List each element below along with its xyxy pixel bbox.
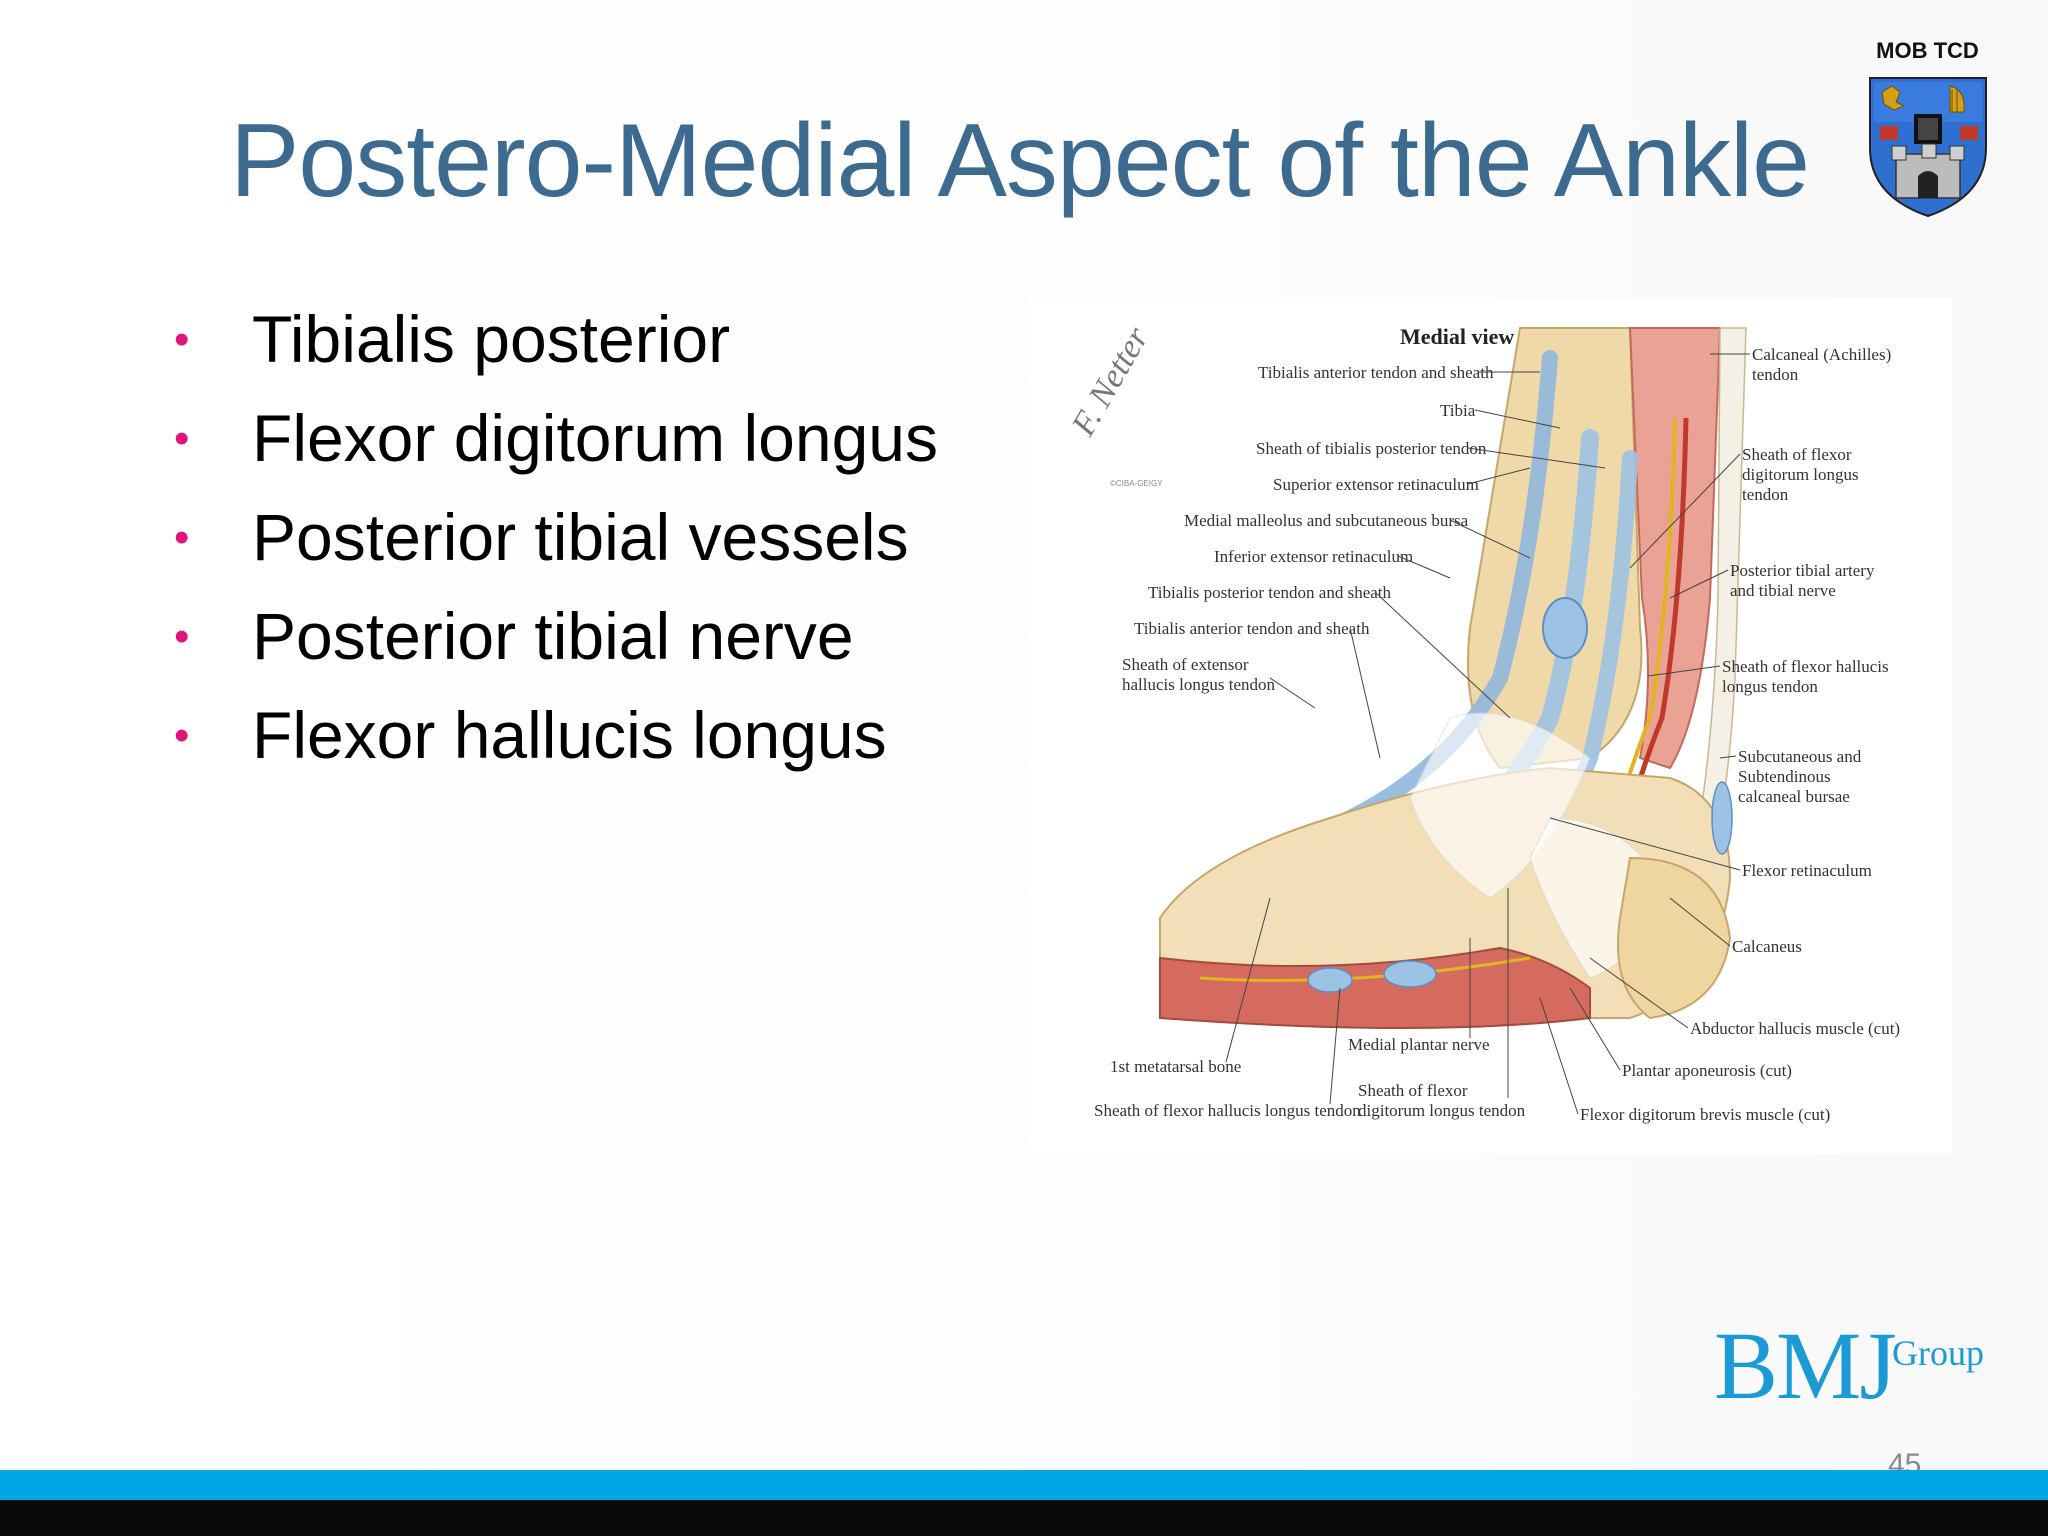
figure-label: Sheath of flexor hallucis longus tendon bbox=[1094, 1101, 1361, 1120]
bullet-dot-icon: • bbox=[174, 513, 190, 562]
svg-text:©CIBA-GEIGY: ©CIBA-GEIGY bbox=[1110, 479, 1163, 488]
bullet-list: • Tibialis posterior • Flexor digitorum lo… bbox=[170, 290, 1020, 785]
footer-bar-black bbox=[0, 1500, 2048, 1536]
figure-label: Subtendinous bbox=[1738, 767, 1831, 786]
figure-label: tendon bbox=[1752, 365, 1799, 384]
figure-label: longus tendon bbox=[1722, 677, 1818, 696]
figure-label: Plantar aponeurosis (cut) bbox=[1622, 1061, 1792, 1080]
figure-label: Flexor digitorum brevis muscle (cut) bbox=[1580, 1105, 1830, 1124]
figure-label: Calcaneus bbox=[1732, 937, 1802, 956]
bullet-dot-icon: • bbox=[174, 414, 190, 463]
figure-label: Tibialis anterior tendon and sheath bbox=[1134, 619, 1370, 638]
figure-label: Posterior tibial artery bbox=[1730, 561, 1875, 580]
svg-text:F. Netter: F. Netter bbox=[1064, 320, 1156, 443]
crest-logo bbox=[1869, 77, 1987, 218]
bullet-text: Tibialis posterior bbox=[252, 302, 731, 376]
figure-label: 1st metatarsal bone bbox=[1110, 1057, 1241, 1076]
figure-label: digitorum longus bbox=[1742, 465, 1859, 484]
anatomy-figure: F. Netter ©CIBA-GEIGY Medial view Tibial… bbox=[1030, 298, 1952, 1154]
figure-label: Tibia bbox=[1440, 401, 1476, 420]
figure-label: Superior extensor retinaculum bbox=[1273, 475, 1479, 494]
bmj-logo-main: BMJ bbox=[1714, 1312, 1897, 1419]
bullet-item: • Tibialis posterior bbox=[170, 290, 1020, 389]
bullet-text: Flexor digitorum longus bbox=[252, 401, 938, 475]
figure-label: Subcutaneous and bbox=[1738, 747, 1862, 766]
bullet-dot-icon: • bbox=[174, 612, 190, 661]
figure-label: Tibialis posterior tendon and sheath bbox=[1148, 583, 1392, 602]
page-title: Postero-Medial Aspect of the Ankle bbox=[230, 103, 1810, 219]
figure-label: Sheath of tibialis posterior tendon bbox=[1256, 439, 1487, 458]
bmj-logo-sup: Group bbox=[1892, 1333, 1984, 1373]
figure-labels-bottom: 1st metatarsal bone Medial plantar nerve… bbox=[1094, 1035, 1526, 1120]
bullet-dot-icon: • bbox=[174, 711, 190, 760]
figure-labels-left: Tibialis anterior tendon and sheath Tibi… bbox=[1122, 363, 1494, 694]
bullet-text: Flexor hallucis longus bbox=[252, 698, 887, 772]
figure-label: calcaneal bursae bbox=[1738, 787, 1850, 806]
bullet-dot-icon: • bbox=[174, 315, 190, 364]
bullet-item: • Flexor hallucis longus bbox=[170, 686, 1020, 785]
bullet-text: Posterior tibial nerve bbox=[252, 599, 854, 673]
figure-label: digitorum longus tendon bbox=[1358, 1101, 1526, 1120]
figure-label: Sheath of flexor hallucis bbox=[1722, 657, 1889, 676]
bullet-text: Posterior tibial vessels bbox=[252, 500, 909, 574]
figure-label: Sheath of extensor bbox=[1122, 655, 1249, 674]
figure-label: hallucis longus tendon bbox=[1122, 675, 1275, 694]
figure-label: Medial plantar nerve bbox=[1348, 1035, 1490, 1054]
bullet-item: • Posterior tibial vessels bbox=[170, 488, 1020, 587]
ankle-illustration: F. Netter ©CIBA-GEIGY Medial view Tibial… bbox=[1064, 320, 1900, 1124]
figure-label: Calcaneal (Achilles) bbox=[1752, 345, 1891, 364]
figure-label: tendon bbox=[1742, 485, 1789, 504]
figure-label: Abductor hallucis muscle (cut) bbox=[1690, 1019, 1900, 1038]
figure-heading: Medial view bbox=[1400, 324, 1514, 349]
figure-label: Flexor retinaculum bbox=[1742, 861, 1872, 880]
figure-label: Sheath of flexor bbox=[1358, 1081, 1468, 1100]
figure-label: and tibial nerve bbox=[1730, 581, 1836, 600]
bmj-group-logo: BMJ Group bbox=[1714, 1310, 1994, 1430]
footer-bar-blue bbox=[0, 1470, 2048, 1500]
figure-label: Tibialis anterior tendon and sheath bbox=[1258, 363, 1494, 382]
figure-label: Sheath of flexor bbox=[1742, 445, 1852, 464]
figure-label: Inferior extensor retinaculum bbox=[1214, 547, 1413, 566]
figure-labels-right: Calcaneal (Achilles) tendon Sheath of fl… bbox=[1580, 345, 1900, 1124]
bullet-item: • Flexor digitorum longus bbox=[170, 389, 1020, 488]
figure-label: Medial malleolus and subcutaneous bursa bbox=[1184, 511, 1469, 530]
corner-label: MOB TCD bbox=[1876, 38, 1979, 63]
bullet-item: • Posterior tibial nerve bbox=[170, 587, 1020, 686]
